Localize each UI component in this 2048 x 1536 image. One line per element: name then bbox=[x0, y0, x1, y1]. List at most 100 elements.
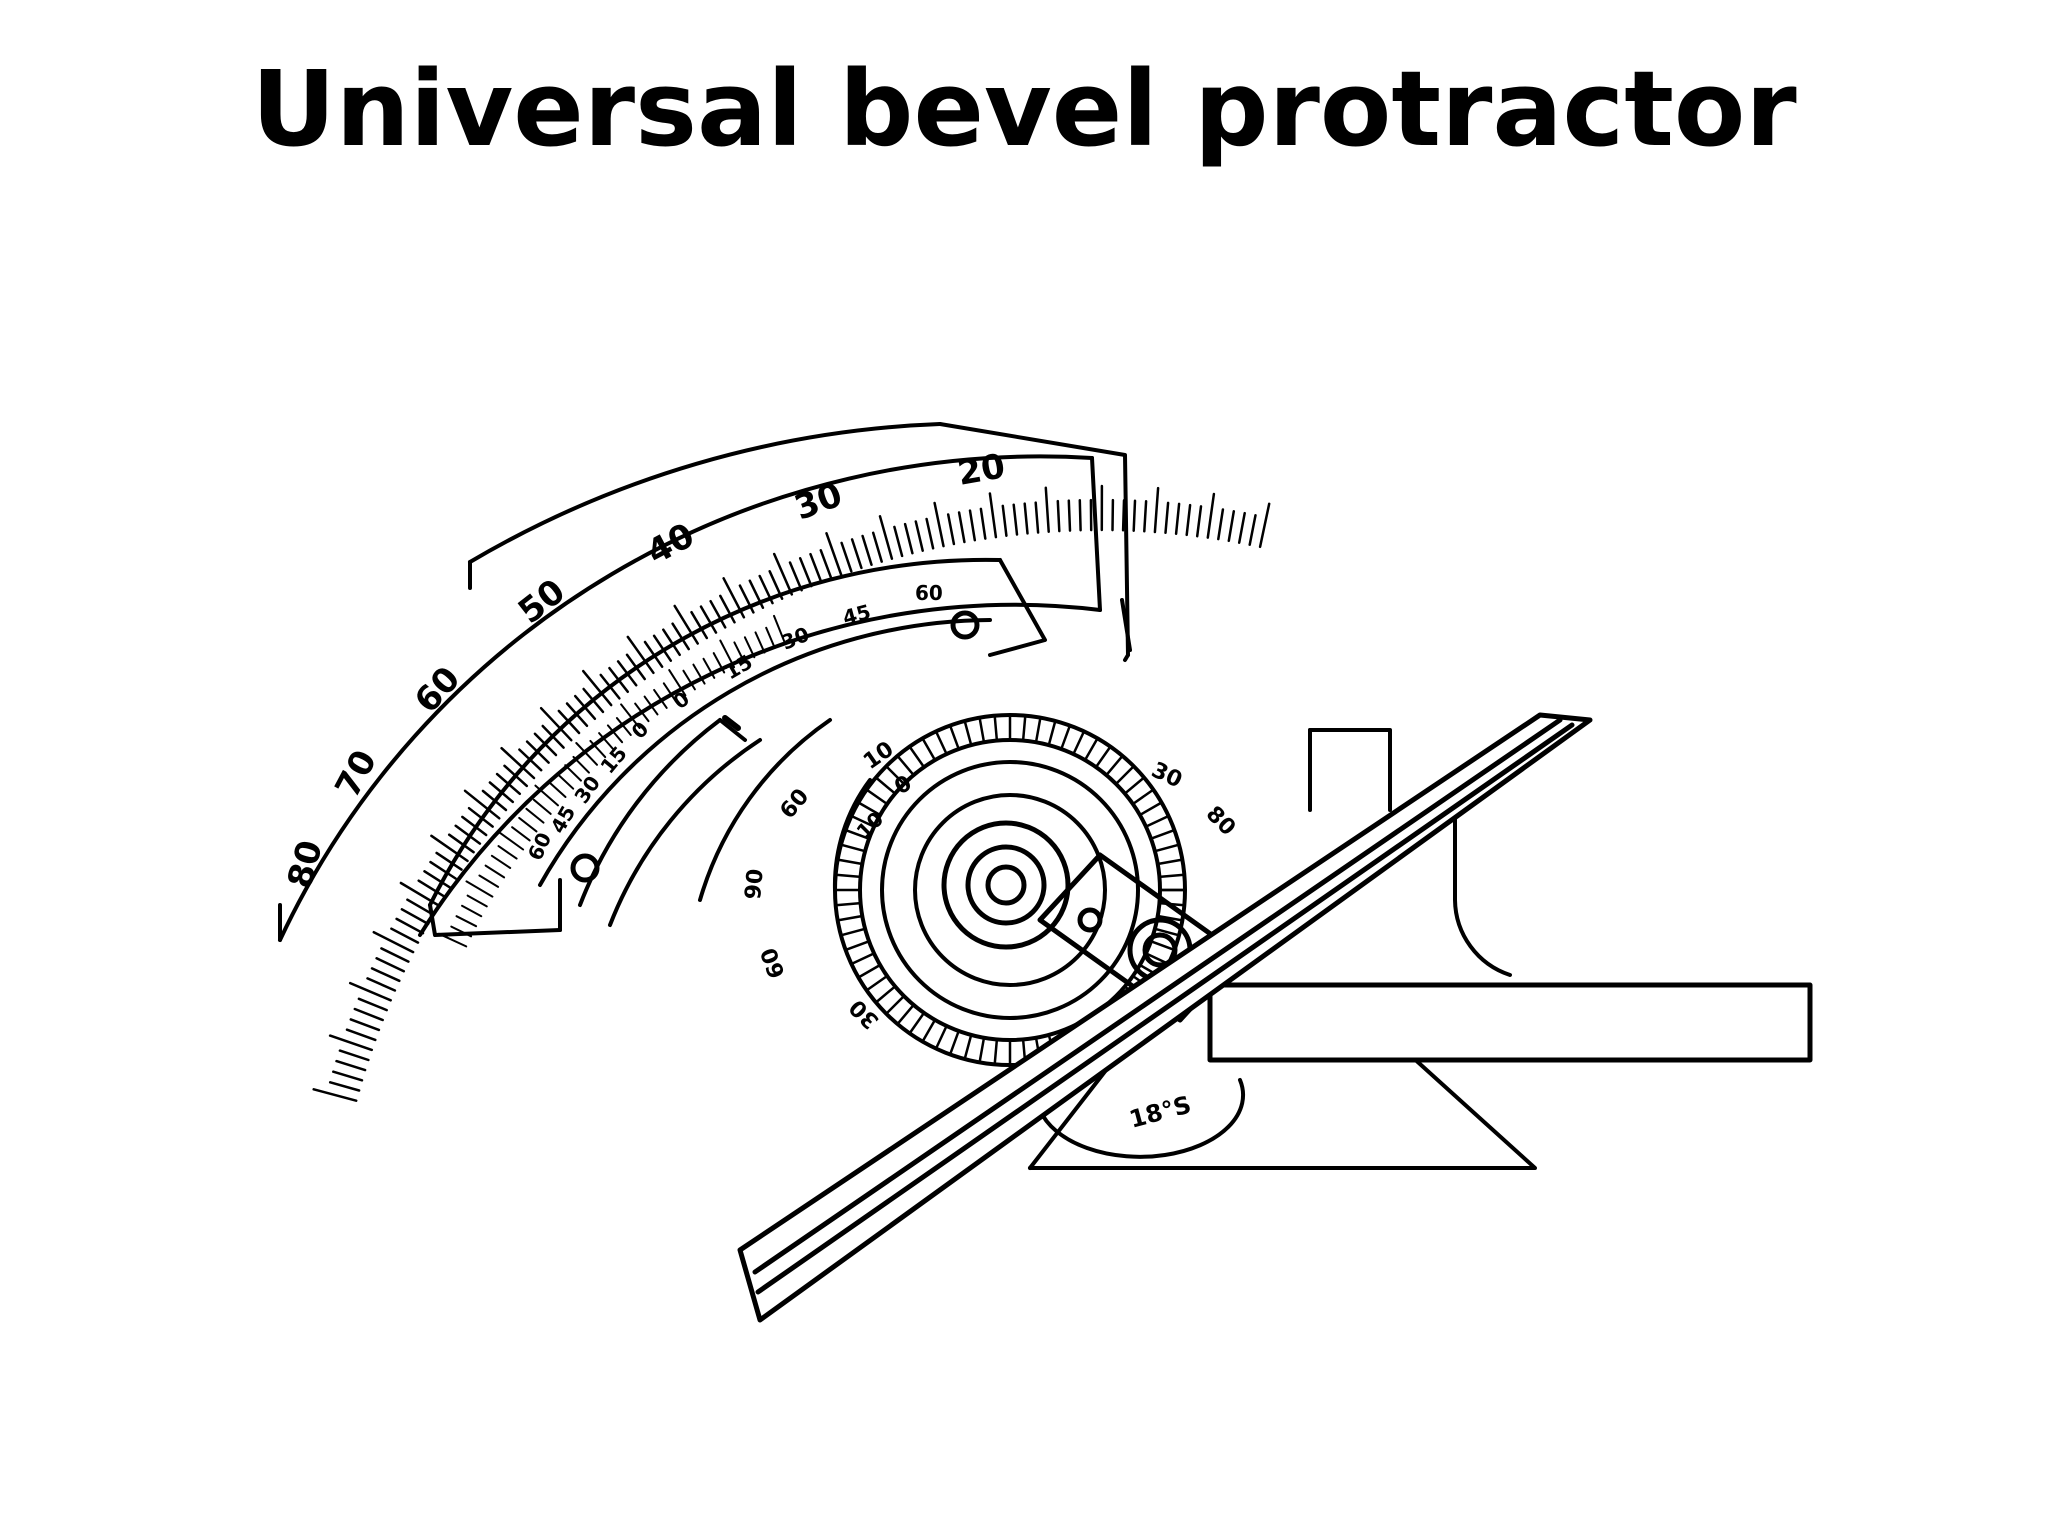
main-scale-tick bbox=[429, 860, 457, 880]
dial-label: 60 bbox=[757, 944, 791, 981]
vernier-tick bbox=[525, 807, 545, 824]
vernier-tick bbox=[765, 626, 776, 649]
vernier-tick bbox=[712, 652, 726, 674]
main-scale-label: 50 bbox=[511, 571, 573, 632]
main-scale-tick bbox=[400, 908, 430, 926]
main-scale-tick bbox=[709, 599, 727, 629]
dial-tick bbox=[1094, 745, 1112, 769]
dial-tick bbox=[1153, 843, 1181, 853]
vernier-tick bbox=[534, 784, 559, 807]
main-scale-tick bbox=[699, 605, 718, 634]
main-scale-tick bbox=[722, 577, 746, 619]
main-scale-tick bbox=[1056, 499, 1061, 533]
main-scale-tick bbox=[1237, 511, 1246, 544]
vernier-tick bbox=[478, 874, 500, 888]
vernier-tick bbox=[606, 724, 624, 744]
dial-tick bbox=[1156, 858, 1184, 866]
main-scale-label: 70 bbox=[328, 744, 386, 805]
dial-tick bbox=[1123, 776, 1146, 795]
slide-title: Universal bevel protractor bbox=[251, 48, 1797, 170]
dial-tick bbox=[885, 765, 906, 786]
vernier-tick bbox=[668, 669, 687, 697]
vernier-tick bbox=[615, 717, 632, 736]
dial-tick bbox=[948, 1029, 960, 1056]
main-scale-tick bbox=[375, 957, 406, 973]
dial-tick bbox=[963, 719, 973, 747]
vernier-tick bbox=[556, 772, 575, 790]
main-scale-tick bbox=[1001, 504, 1008, 537]
dial-tick bbox=[1047, 719, 1057, 747]
vernier-tick bbox=[465, 880, 494, 898]
main-scale-tick bbox=[1258, 502, 1271, 549]
main-scale-tick bbox=[643, 640, 664, 668]
vernier-tick bbox=[719, 639, 736, 669]
main-scale-tick bbox=[748, 579, 765, 609]
dial-tick bbox=[836, 914, 864, 922]
dial-label: 60 bbox=[775, 784, 814, 824]
main-scale-tick bbox=[533, 732, 558, 757]
main-scale-tick bbox=[370, 967, 401, 983]
vernier-tick bbox=[511, 826, 531, 842]
main-scale-tick bbox=[768, 570, 784, 600]
dial-tick bbox=[993, 1038, 999, 1066]
main-scale-tick bbox=[1185, 503, 1192, 537]
main-scale-label: 40 bbox=[640, 515, 701, 573]
main-scale-tick bbox=[968, 509, 977, 542]
main-scale-tick bbox=[372, 930, 415, 954]
main-scale-tick bbox=[1227, 510, 1236, 543]
dial-tick bbox=[948, 724, 960, 751]
main-scale-tick bbox=[809, 552, 823, 584]
vernier-upper-label: 30 bbox=[778, 622, 813, 655]
vernier-tick bbox=[466, 894, 488, 908]
vernier-tick bbox=[461, 904, 483, 918]
main-scale-tick bbox=[871, 531, 883, 563]
main-scale-tick bbox=[1174, 502, 1181, 536]
main-scale-tick bbox=[399, 881, 440, 907]
main-scale-tick bbox=[925, 517, 935, 550]
main-scale-label: 60 bbox=[407, 659, 468, 721]
dial-tick bbox=[865, 974, 889, 992]
main-scale-tick bbox=[625, 653, 646, 681]
vernier-tick bbox=[643, 695, 659, 716]
main-scale-ticks bbox=[312, 484, 1271, 1102]
dial-tick bbox=[850, 952, 876, 966]
main-scale-tick bbox=[338, 1049, 370, 1062]
main-scale-tick bbox=[581, 669, 613, 707]
vernier-tick bbox=[589, 739, 607, 759]
dial-tick bbox=[844, 828, 871, 840]
dial-label: 90 bbox=[741, 868, 769, 901]
main-scale-tick bbox=[461, 815, 488, 837]
vernier-tick bbox=[692, 663, 706, 685]
vernier-tick bbox=[490, 854, 512, 869]
main-scale-tick bbox=[454, 824, 482, 845]
main-scale-tick bbox=[573, 694, 597, 721]
main-scale-tick bbox=[488, 781, 515, 804]
dial-tick bbox=[850, 814, 876, 828]
main-scale-tick bbox=[1164, 501, 1170, 535]
main-scale-tick bbox=[979, 507, 987, 540]
diagonal-blade bbox=[737, 712, 1593, 1323]
vernier-tick bbox=[564, 764, 582, 782]
vernier-upper-label: 45 bbox=[840, 599, 873, 629]
dial-tick bbox=[1060, 724, 1072, 751]
dial-tick bbox=[1138, 801, 1163, 817]
main-scale-tick bbox=[406, 898, 435, 916]
main-scale-tick bbox=[673, 604, 699, 645]
vernier-tick bbox=[455, 915, 478, 928]
dial-tick bbox=[839, 927, 867, 937]
main-scale-tick bbox=[840, 541, 853, 573]
vernier-tick bbox=[662, 682, 677, 703]
main-scale-tick bbox=[946, 513, 956, 546]
main-scale-tick bbox=[335, 1059, 367, 1072]
dial-tick bbox=[874, 776, 897, 795]
dial-tick bbox=[1149, 940, 1176, 952]
vernier-tick bbox=[653, 688, 668, 709]
vernier-tick bbox=[743, 636, 756, 659]
main-scale-label: 80 bbox=[280, 836, 331, 892]
main-scale-tick bbox=[1121, 499, 1126, 532]
main-scale-tick bbox=[349, 1018, 381, 1032]
dial-tick bbox=[1021, 714, 1027, 742]
main-scale-tick bbox=[819, 549, 833, 580]
main-scale-tick bbox=[430, 834, 469, 863]
